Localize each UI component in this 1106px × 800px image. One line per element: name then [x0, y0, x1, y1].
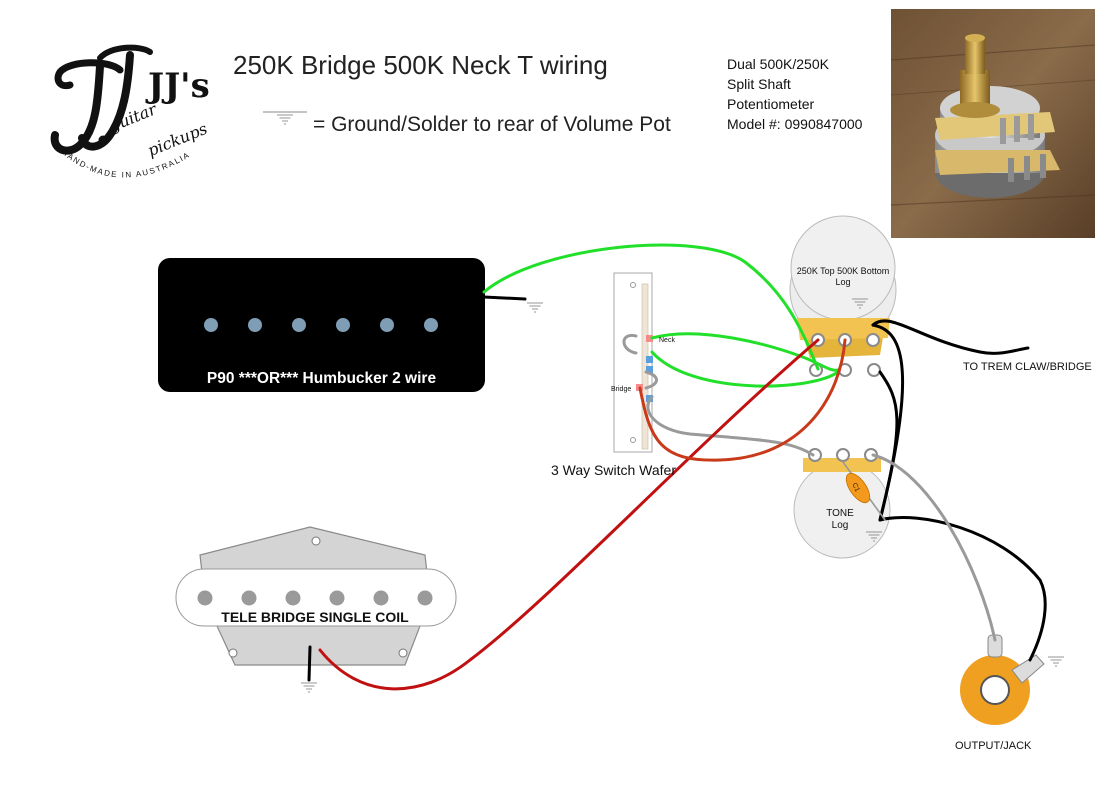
tone-pot-line2: Log [831, 520, 849, 531]
output-jack [960, 634, 1045, 725]
bridge-pickup-tele [175, 526, 457, 666]
switch-label: 3 Way Switch Wafer [551, 462, 676, 478]
trem-label: TO TREM CLAW/BRIDGE [963, 361, 1092, 373]
tone-pot [793, 448, 891, 559]
volume-pot-label: 250K Top 500K Bottom Log [790, 266, 896, 288]
dual-potentiometer-photo [890, 9, 1096, 238]
pot-info-line: Model #: 0990847000 [727, 116, 863, 132]
pot-info-line: Split Shaft [727, 76, 791, 92]
pot-info-line: Dual 500K/250K [727, 56, 829, 72]
switch-bridge-label: Bridge [611, 386, 632, 393]
bridge-pickup-label: TELE BRIDGE SINGLE COIL [221, 609, 409, 625]
ground-symbol-icon [526, 302, 544, 313]
ground-symbol-icon [300, 682, 318, 693]
page-title: 250K Bridge 500K Neck T wiring [233, 50, 608, 80]
ground-symbol-icon [276, 114, 294, 125]
three-way-switch [613, 272, 653, 453]
capacitor-c1 [842, 461, 886, 521]
volume-pot-line1: 250K Top 500K Bottom [796, 266, 890, 276]
ground-legend: = Ground/Solder to rear of Volume Pot [313, 113, 671, 136]
logo-tagline: HAND-MADE IN AUSTRALIA [60, 147, 192, 179]
output-label: OUTPUT/JACK [955, 740, 1032, 752]
neck-pickup-label: P90 ***OR*** Humbucker 2 wire [206, 370, 437, 387]
wires [307, 243, 1047, 691]
pot-info-line: Potentiometer [727, 96, 815, 112]
tone-pot-line1: TONE [826, 508, 854, 519]
ground-symbol-icon [1047, 656, 1065, 667]
logo-mark: JJ's [148, 66, 210, 106]
pot-info: Dual 500K/250K Split Shaft Potentiometer… [727, 54, 862, 134]
tone-pot-label: TONE Log [805, 508, 875, 532]
volume-pot-dual [789, 215, 897, 377]
brand-logo [50, 44, 153, 155]
neck-pickup-p90 [158, 258, 485, 392]
volume-pot-line2: Log [835, 277, 851, 287]
switch-neck-label: Neck [659, 337, 675, 344]
